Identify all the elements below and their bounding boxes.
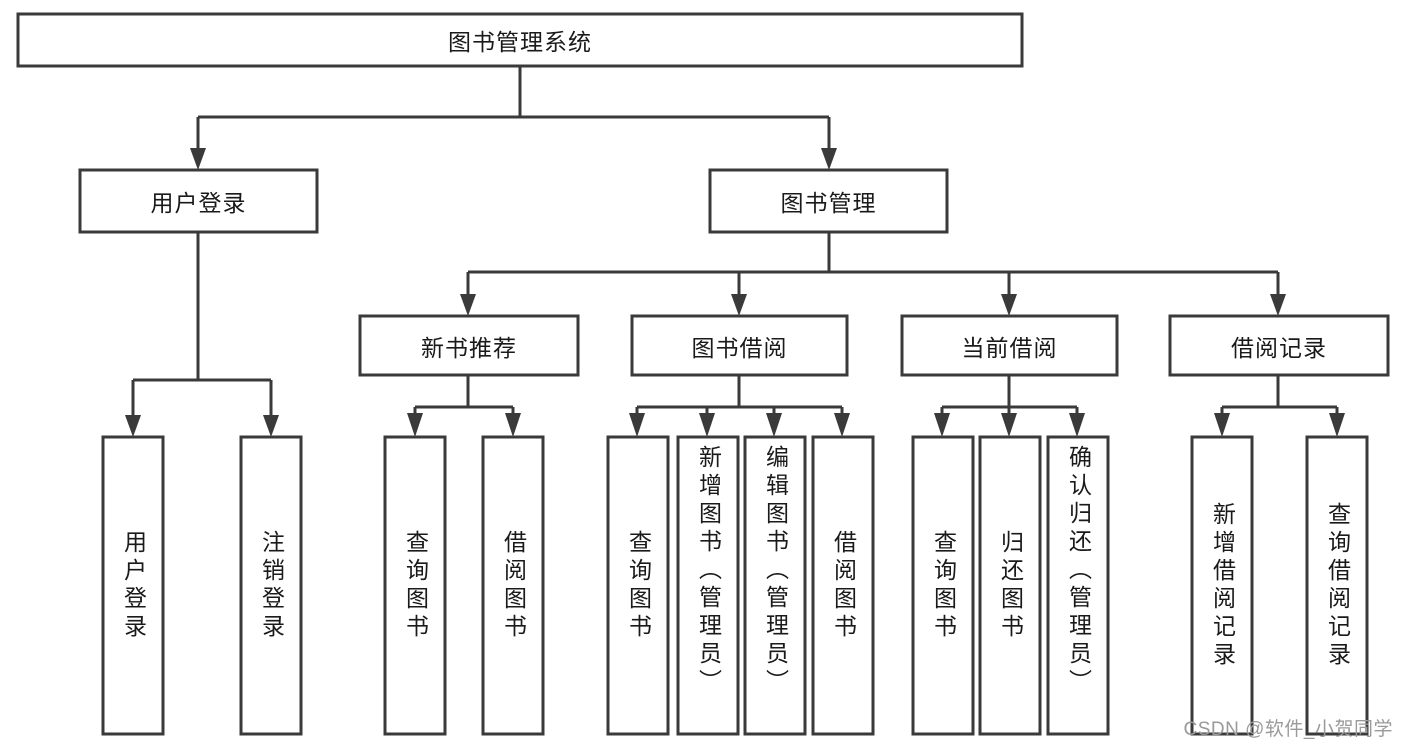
node-box-leaf-confirm-return[interactable] <box>1046 435 1110 736</box>
connector-borrowrecords-to-leaves <box>1214 375 1345 437</box>
connector-root-to-level2 <box>190 66 837 170</box>
node-box-leaf-logout[interactable] <box>239 435 303 736</box>
node-box-leaf-add-record[interactable] <box>1190 435 1254 736</box>
node-box-book-borrow[interactable] <box>630 314 849 377</box>
watermark-text: CSDN @软件_小贺同学 <box>1183 719 1393 740</box>
node-box-leaf-query-book-3[interactable] <box>911 435 975 736</box>
node-box-leaf-add-book[interactable] <box>676 435 740 736</box>
connector-userlogin-to-leaves <box>125 232 279 437</box>
node-box-leaf-edit-book[interactable] <box>743 435 807 736</box>
connector-bookmgmt-to-level3 <box>460 232 1286 316</box>
node-box-new-book-rec[interactable] <box>358 314 580 377</box>
node-box-borrow-records[interactable] <box>1168 314 1390 377</box>
node-box-leaf-borrow-book-2[interactable] <box>811 435 875 736</box>
node-box-current-borrow[interactable] <box>900 314 1119 377</box>
connector-currentborrow-to-leaves <box>934 375 1085 437</box>
node-box-leaf-user-login[interactable] <box>101 435 165 736</box>
node-box-leaf-borrow-book-1[interactable] <box>481 435 545 736</box>
connector-bookborrow-to-leaves <box>629 375 850 437</box>
node-box-leaf-query-book-1[interactable] <box>383 435 447 736</box>
node-box-user-login[interactable] <box>78 168 319 234</box>
node-box-leaf-query-record[interactable] <box>1305 435 1369 736</box>
node-box-root[interactable] <box>16 12 1024 68</box>
node-box-leaf-query-book-2[interactable] <box>606 435 670 736</box>
node-box-book-management[interactable] <box>708 168 949 234</box>
connector-newbook-to-leaves <box>407 375 521 437</box>
node-box-leaf-return-book[interactable] <box>978 435 1042 736</box>
